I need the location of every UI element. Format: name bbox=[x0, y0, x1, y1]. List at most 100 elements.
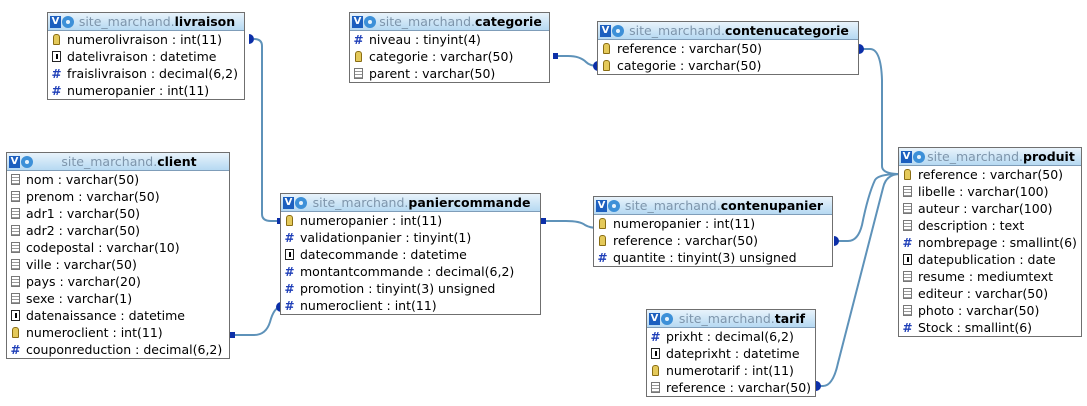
column-row[interactable]: description : text bbox=[899, 217, 1081, 234]
options-gear-icon[interactable] bbox=[661, 312, 673, 325]
key-icon bbox=[51, 34, 62, 46]
database-name: site_marchand. bbox=[312, 195, 409, 210]
column-row[interactable]: parent : varchar(50) bbox=[350, 65, 549, 82]
table-header[interactable]: V site_marchand.categorie bbox=[350, 13, 549, 31]
column-row[interactable]: codepostal : varchar(10) bbox=[7, 239, 229, 256]
database-name: site_marchand. bbox=[78, 14, 175, 29]
view-icon[interactable]: V bbox=[600, 24, 611, 37]
table-contenucategorie[interactable]: V site_marchand.contenucategorie referen… bbox=[597, 21, 859, 75]
column-row[interactable]: numeropanier : int(11) bbox=[594, 215, 832, 232]
view-icon[interactable]: V bbox=[596, 199, 607, 212]
column-row[interactable]: #fraislivraison : decimal(6,2) bbox=[48, 65, 244, 82]
column-row[interactable]: adr1 : varchar(50) bbox=[7, 205, 229, 222]
options-gear-icon[interactable] bbox=[608, 199, 620, 212]
table-name: livraison bbox=[174, 14, 236, 29]
table-produit[interactable]: V site_marchand.produit reference : varc… bbox=[898, 147, 1082, 337]
table-header[interactable]: V site_marchand.client bbox=[7, 153, 229, 171]
column-label: numeropanier : int(11) bbox=[613, 216, 756, 231]
relation-contenupanier-produit bbox=[834, 173, 901, 242]
column-list: numerolivraison : int(11)datelivraison :… bbox=[48, 31, 244, 99]
table-contenupanier[interactable]: V site_marchand.contenupanier numeropani… bbox=[593, 196, 833, 267]
options-gear-icon[interactable] bbox=[612, 24, 624, 37]
column-row[interactable]: reference : varchar(50) bbox=[647, 379, 815, 396]
column-row[interactable]: #promotion : tinyint(3) unsigned bbox=[281, 280, 540, 297]
view-icon[interactable]: V bbox=[50, 15, 61, 28]
key-icon bbox=[597, 218, 608, 230]
view-icon[interactable]: V bbox=[283, 196, 294, 209]
options-gear-icon[interactable] bbox=[364, 15, 376, 28]
view-icon[interactable]: V bbox=[9, 155, 20, 168]
column-row[interactable]: #niveau : tinyint(4) bbox=[350, 31, 549, 48]
column-row[interactable]: ville : varchar(50) bbox=[7, 256, 229, 273]
table-tarif[interactable]: V site_marchand.tarif #prixht : decimal(… bbox=[646, 309, 816, 397]
column-label: niveau : tinyint(4) bbox=[369, 32, 481, 47]
column-row[interactable]: dateprixht : datetime bbox=[647, 345, 815, 362]
column-row[interactable]: #prixht : decimal(6,2) bbox=[647, 328, 815, 345]
column-row[interactable]: numeropanier : int(11) bbox=[281, 212, 540, 229]
column-label: codepostal : varchar(10) bbox=[26, 240, 180, 255]
column-row[interactable]: #numeroclient : int(11) bbox=[281, 297, 540, 314]
column-row[interactable]: #couponreduction : decimal(6,2) bbox=[7, 341, 229, 358]
column-row[interactable]: numerolivraison : int(11) bbox=[48, 31, 244, 48]
view-icon[interactable]: V bbox=[901, 150, 912, 163]
column-row[interactable]: #Stock : smallint(6) bbox=[899, 319, 1081, 336]
table-paniercommande[interactable]: V site_marchand.paniercommande numeropan… bbox=[280, 193, 541, 315]
column-row[interactable]: numeroclient : int(11) bbox=[7, 324, 229, 341]
column-row[interactable]: #nombrepage : smallint(6) bbox=[899, 234, 1081, 251]
column-row[interactable]: editeur : varchar(50) bbox=[899, 285, 1081, 302]
table-name: tarif bbox=[774, 311, 806, 326]
number-icon: # bbox=[597, 250, 608, 265]
column-row[interactable]: photo : varchar(50) bbox=[899, 302, 1081, 319]
column-row[interactable]: reference : varchar(50) bbox=[594, 232, 832, 249]
options-gear-icon[interactable] bbox=[913, 150, 925, 163]
view-icon[interactable]: V bbox=[352, 15, 363, 28]
table-header[interactable]: V site_marchand.contenucategorie bbox=[598, 22, 858, 40]
column-row[interactable]: sexe : varchar(1) bbox=[7, 290, 229, 307]
database-name: site_marchand. bbox=[678, 311, 775, 326]
column-row[interactable]: pays : varchar(20) bbox=[7, 273, 229, 290]
column-row[interactable]: #quantite : tinyint(3) unsigned bbox=[594, 249, 832, 266]
table-header[interactable]: V site_marchand.produit bbox=[899, 148, 1081, 166]
table-header[interactable]: V site_marchand.contenupanier bbox=[594, 197, 832, 215]
column-row[interactable]: reference : varchar(50) bbox=[899, 166, 1081, 183]
view-icon[interactable]: V bbox=[649, 312, 660, 325]
column-row[interactable]: datecommande : datetime bbox=[281, 246, 540, 263]
text-icon bbox=[10, 208, 21, 220]
text-icon bbox=[902, 220, 913, 232]
number-icon: # bbox=[902, 235, 913, 250]
column-row[interactable]: libelle : varchar(100) bbox=[899, 183, 1081, 200]
column-row[interactable]: datenaissance : datetime bbox=[7, 307, 229, 324]
column-row[interactable]: datelivraison : datetime bbox=[48, 48, 244, 65]
text-icon bbox=[10, 276, 21, 288]
column-row[interactable]: #montantcommande : decimal(6,2) bbox=[281, 263, 540, 280]
text-icon bbox=[10, 191, 21, 203]
column-row[interactable]: reference : varchar(50) bbox=[598, 40, 858, 57]
options-gear-icon[interactable] bbox=[21, 155, 33, 168]
table-livraison[interactable]: V site_marchand.livraison numerolivraiso… bbox=[47, 12, 245, 100]
column-row[interactable]: #validationpanier : tinyint(1) bbox=[281, 229, 540, 246]
column-label: resume : mediumtext bbox=[918, 269, 1054, 284]
column-row[interactable]: numerotarif : int(11) bbox=[647, 362, 815, 379]
table-categorie[interactable]: V site_marchand.categorie #niveau : tiny… bbox=[349, 12, 550, 83]
column-row[interactable]: adr2 : varchar(50) bbox=[7, 222, 229, 239]
column-row[interactable]: #numeropanier : int(11) bbox=[48, 82, 244, 99]
column-row[interactable]: nom : varchar(50) bbox=[7, 171, 229, 188]
column-label: datenaissance : datetime bbox=[26, 308, 185, 323]
table-header[interactable]: V site_marchand.paniercommande bbox=[281, 194, 540, 212]
table-header[interactable]: V site_marchand.livraison bbox=[48, 13, 244, 31]
column-row[interactable]: resume : mediumtext bbox=[899, 268, 1081, 285]
table-header[interactable]: V site_marchand.tarif bbox=[647, 310, 815, 328]
column-label: numerotarif : int(11) bbox=[666, 363, 794, 378]
table-client[interactable]: V site_marchand.client nom : varchar(50)… bbox=[6, 152, 230, 359]
column-row[interactable]: categorie : varchar(50) bbox=[350, 48, 549, 65]
options-gear-icon[interactable] bbox=[62, 15, 74, 28]
column-list: #prixht : decimal(6,2)dateprixht : datet… bbox=[647, 328, 815, 396]
key-icon bbox=[601, 60, 612, 72]
column-row[interactable]: prenom : varchar(50) bbox=[7, 188, 229, 205]
column-row[interactable]: auteur : varchar(100) bbox=[899, 200, 1081, 217]
column-row[interactable]: datepublication : date bbox=[899, 251, 1081, 268]
text-icon bbox=[902, 288, 913, 300]
options-gear-icon[interactable] bbox=[295, 196, 307, 209]
column-row[interactable]: categorie : varchar(50) bbox=[598, 57, 858, 74]
table-name: contenupanier bbox=[720, 198, 824, 213]
